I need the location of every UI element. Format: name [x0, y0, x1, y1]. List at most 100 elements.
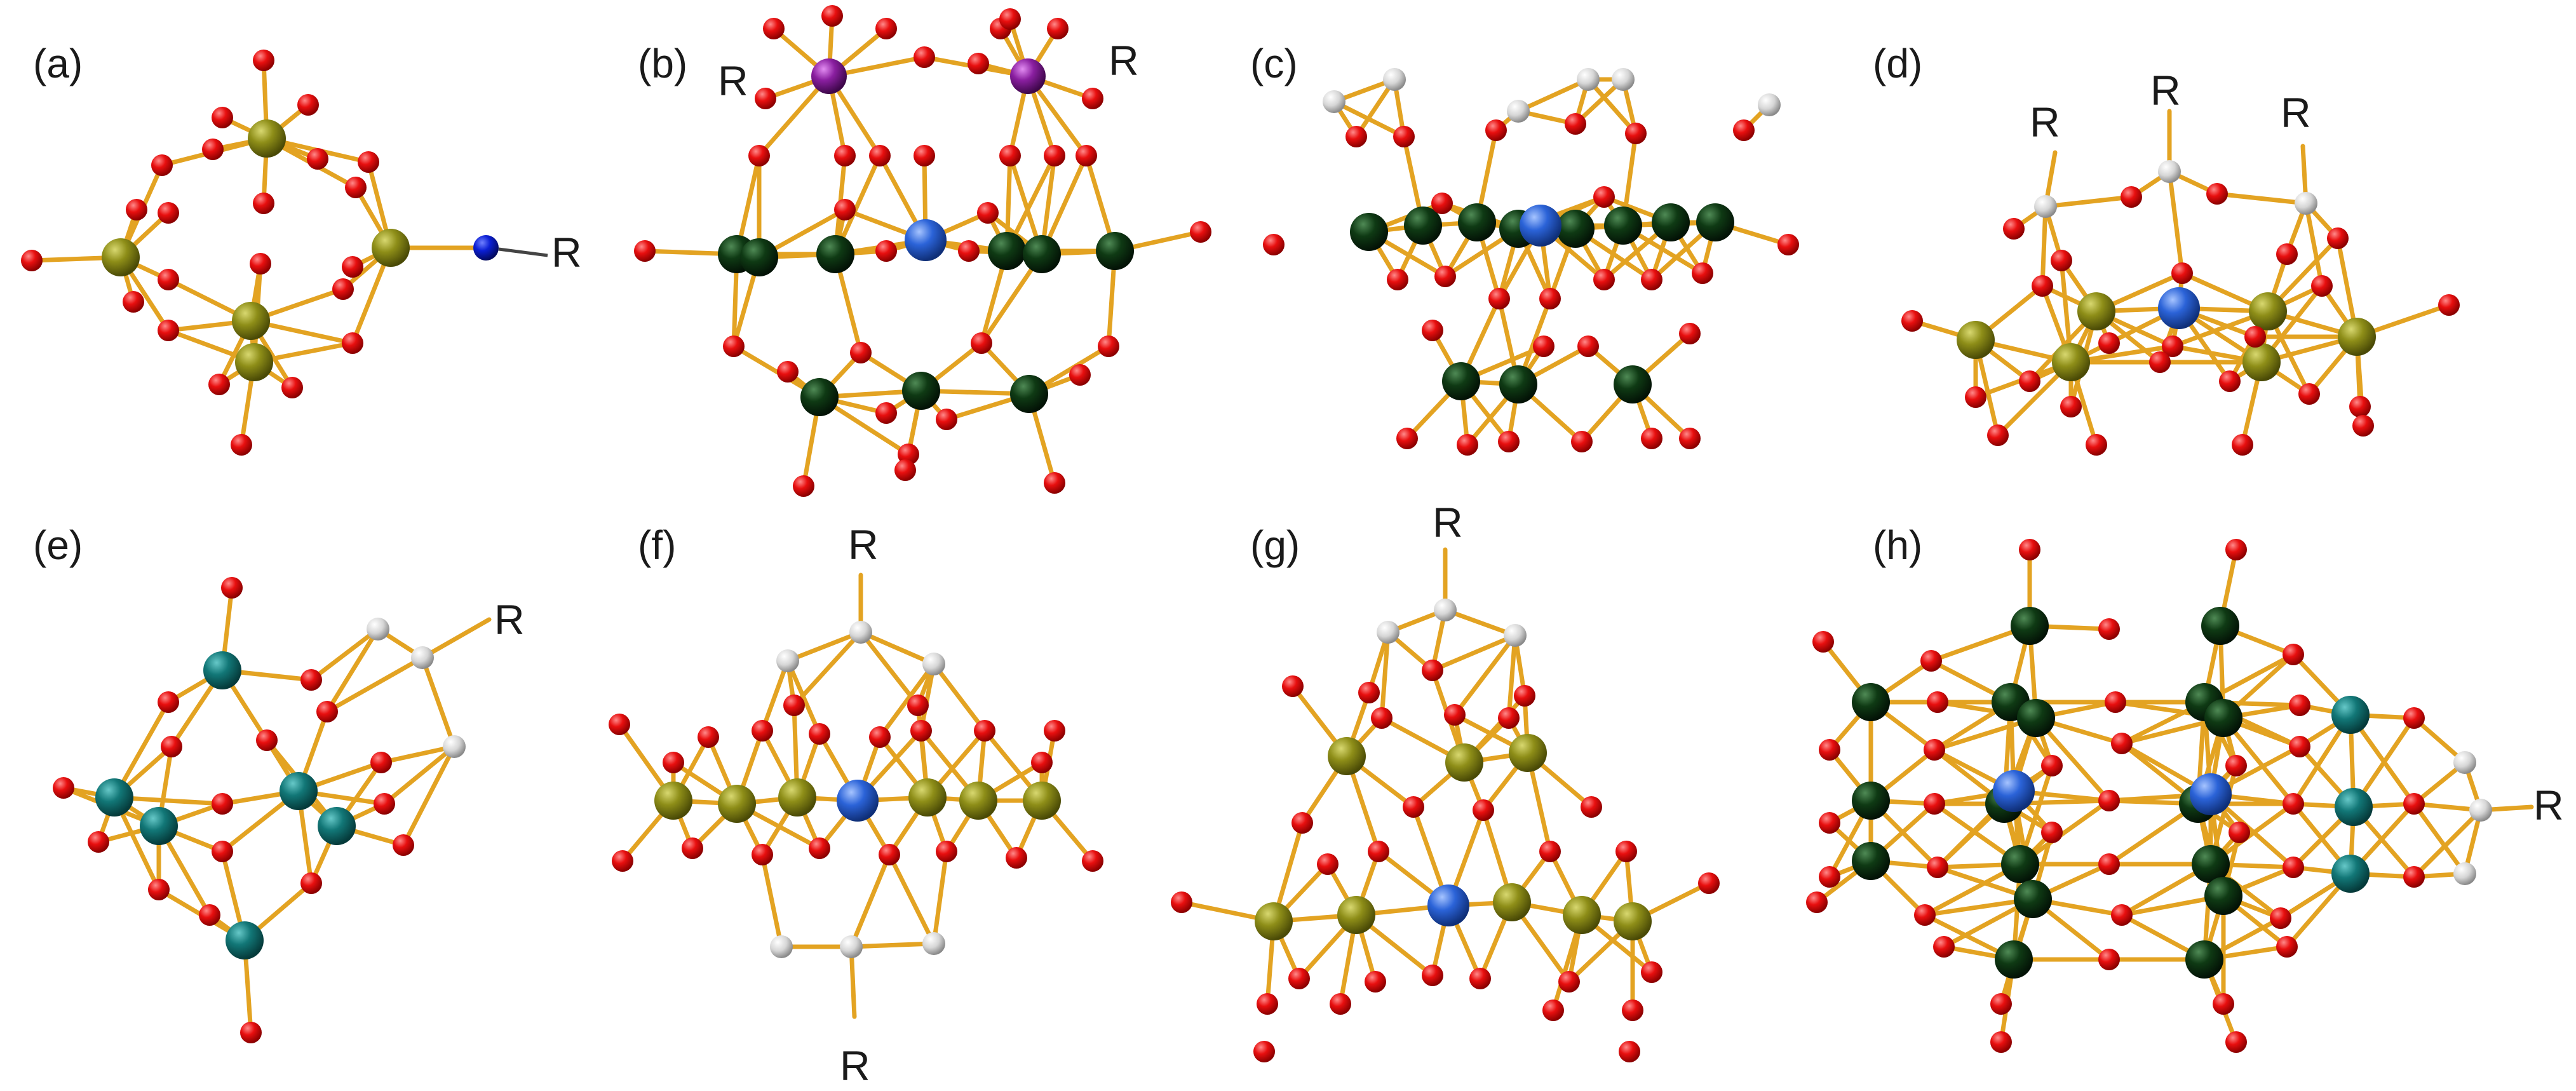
oxygen-atom	[2041, 755, 2063, 776]
oxygen-atom	[253, 193, 274, 214]
metal-atom	[1096, 232, 1134, 270]
oxygen-atom	[1098, 335, 1119, 357]
oxygen-atom	[2060, 396, 2082, 417]
metal-atom	[1442, 362, 1480, 400]
oxygen-atom	[936, 409, 957, 430]
metal-atom	[1852, 842, 1890, 880]
oxygen-atom	[2270, 907, 2291, 929]
metal-atom	[1328, 737, 1366, 775]
oxygen-atom	[1920, 650, 1942, 672]
oxygen-atom	[281, 377, 303, 398]
oxygen-atom	[1593, 269, 1615, 290]
panel-f-bonds	[617, 573, 1095, 1019]
oxygen-atom	[2019, 539, 2040, 560]
oxygen-atom	[1488, 288, 1510, 309]
metal-atom	[372, 229, 410, 267]
oxygen-atom	[1393, 126, 1415, 147]
oxygen-atom	[158, 269, 179, 290]
metal-atom	[2204, 877, 2242, 915]
bond	[1586, 77, 1638, 136]
heteroatom	[2190, 773, 2232, 815]
oxygen-atom	[974, 720, 995, 742]
panel-f-label: (f)	[638, 522, 676, 568]
oxygen-atom	[1806, 891, 1828, 913]
oxygen-atom	[821, 5, 843, 27]
oxygen-atom	[1577, 335, 1599, 357]
oxygen-atom	[834, 199, 856, 220]
oxygen-atom	[2098, 332, 2120, 354]
oxygen-atom	[1641, 428, 1662, 449]
oxygen-atom	[999, 145, 1021, 166]
panel-a-atoms	[21, 50, 499, 456]
oxygen-atom	[1031, 752, 1053, 773]
oxygen-atom	[374, 793, 395, 815]
metal-atom	[1852, 683, 1890, 721]
oxygen-atom	[809, 723, 830, 745]
oxygen-atom	[1987, 424, 2009, 446]
bond	[325, 627, 381, 714]
heteroatom	[905, 219, 947, 261]
oxygen-atom	[914, 145, 935, 166]
oxygen-atom	[907, 695, 929, 716]
oxygen-atom	[2403, 866, 2425, 888]
carbon-atom	[1577, 68, 1600, 91]
oxygen-atom	[1291, 812, 1313, 834]
bond	[2040, 204, 2048, 288]
oxygen-atom	[253, 50, 274, 71]
bond	[2411, 801, 2467, 876]
oxygen-atom	[1358, 682, 1380, 703]
metal-atom	[1563, 896, 1601, 934]
oxygen-atom	[1698, 872, 1720, 894]
panel-g-r-label: R	[1433, 499, 1463, 546]
metal-atom	[2192, 845, 2230, 883]
oxygen-atom	[869, 726, 891, 748]
bond	[760, 852, 784, 949]
oxygen-atom	[2121, 186, 2142, 208]
panel-d-label: (d)	[1873, 41, 1922, 86]
oxygen-atom	[2438, 294, 2460, 316]
metal-atom	[1404, 207, 1442, 245]
bond	[420, 655, 457, 749]
oxygen-atom	[256, 729, 278, 751]
oxygen-atom	[1990, 993, 2012, 1015]
oxygen-atom	[2149, 351, 2171, 373]
panel-h-r-label: R	[2533, 782, 2564, 829]
oxygen-atom	[2276, 936, 2298, 958]
oxygen-atom	[208, 374, 230, 395]
oxygen-atom	[752, 844, 773, 865]
oxygen-atom	[869, 145, 891, 166]
metal-atom	[988, 232, 1026, 270]
metal-atom	[226, 921, 264, 959]
oxygen-atom	[971, 332, 992, 354]
oxygen-atom	[1965, 386, 1986, 408]
metal-atom	[318, 807, 356, 845]
metal-atom	[2242, 343, 2281, 381]
panel-h-atoms	[1806, 539, 2492, 1053]
metal-atom	[740, 238, 778, 276]
metal-atom	[1023, 235, 1061, 273]
metal-atom	[959, 782, 997, 820]
oxygen-atom	[1044, 472, 1065, 494]
bond	[1443, 607, 1518, 638]
oxygen-atom	[1565, 113, 1586, 135]
phosphorus-atom	[1010, 58, 1046, 94]
oxygen-atom	[1485, 119, 1507, 141]
oxygen-atom	[370, 752, 392, 773]
panel-b-r-label-left: R	[718, 57, 748, 104]
bond	[1516, 77, 1591, 114]
heteroatom	[1427, 884, 1469, 926]
panel-e: (e) R	[33, 522, 525, 1043]
oxygen-atom	[1444, 704, 1466, 726]
oxygen-atom	[1368, 841, 1389, 862]
oxygen-atom	[2298, 383, 2320, 405]
oxygen-atom	[2162, 335, 2183, 357]
oxygen-atom	[2105, 691, 2126, 713]
oxygen-atom	[1901, 310, 1923, 332]
metal-atom	[235, 343, 273, 381]
metal-atom	[1445, 743, 1483, 782]
oxygen-atom	[1431, 193, 1453, 214]
oxygen-atom	[2111, 904, 2133, 926]
metal-atom	[2204, 699, 2242, 737]
metal-atom	[1614, 365, 1652, 403]
